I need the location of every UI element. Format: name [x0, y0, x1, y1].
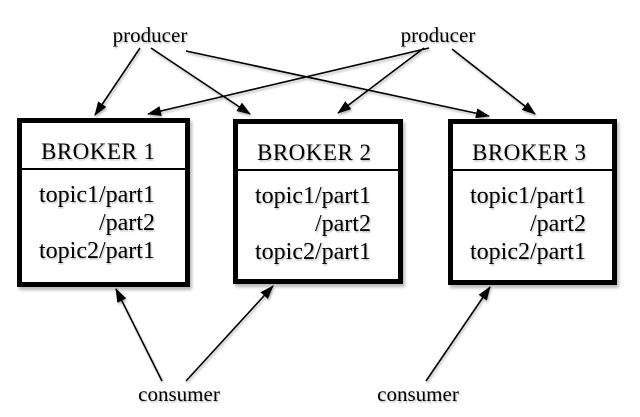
broker-1-box: BROKER 1 topic1/part1 /part2 topic2/part…	[17, 118, 190, 287]
edge-consumer-2-broker-3	[425, 286, 491, 382]
topic-partition-entry: topic2/part1	[470, 239, 586, 265]
edge-producer-1-broker-3	[185, 50, 490, 119]
broker-2-topics-block: topic1/part1 /part2 topic2/part1	[255, 182, 371, 266]
producer-1-label: producer	[112, 23, 188, 47]
topic-partition-entry: topic1/part1	[255, 183, 371, 209]
edge-producer-2-broker-2	[337, 47, 425, 114]
topic-partition-entry: topic1/part1	[470, 183, 586, 209]
broker-3-title-separator	[453, 169, 612, 171]
producer-2-label: producer	[400, 23, 476, 47]
topic-partition-entry: topic1/part1	[39, 182, 155, 208]
topic-partition-entry: /part2	[314, 211, 371, 237]
consumer-2-label: consumer	[377, 382, 459, 406]
edge-producer-2-broker-3	[451, 48, 536, 115]
broker-3-topic-list: topic1/part1 /part2 topic2/part1	[453, 171, 612, 266]
broker-3-title: BROKER 3	[472, 140, 587, 165]
broker-1-title-separator	[22, 168, 185, 170]
consumer-1-label: consumer	[138, 382, 220, 406]
edge-consumer-1-broker-1	[115, 288, 163, 382]
edge-consumer-1-broker-2	[185, 285, 274, 382]
topic-partition-entry: topic2/part1	[39, 238, 155, 264]
broker-2-box: BROKER 2 topic1/part1 /part2 topic2/part…	[233, 119, 403, 284]
broker-2-title-separator	[238, 169, 398, 171]
broker-3-box: BROKER 3 topic1/part1 /part2 topic2/part…	[448, 119, 617, 285]
edge-producer-1-broker-2	[150, 47, 251, 115]
broker-1-topics-block: topic1/part1 /part2 topic2/part1	[39, 181, 155, 265]
topic-partition-entry: /part2	[98, 210, 155, 236]
broker-3-topics-block: topic1/part1 /part2 topic2/part1	[470, 182, 586, 266]
broker-2-title: BROKER 2	[257, 140, 372, 165]
broker-1-topic-list: topic1/part1 /part2 topic2/part1	[22, 170, 185, 265]
edge-producer-1-broker-1	[94, 47, 141, 116]
broker-2-topic-list: topic1/part1 /part2 topic2/part1	[238, 171, 398, 266]
edge-producer-2-broker-1	[147, 47, 430, 116]
topic-partition-entry: topic2/part1	[255, 239, 371, 265]
topic-partition-entry: /part2	[529, 211, 586, 237]
broker-1-title: BROKER 1	[41, 139, 156, 164]
